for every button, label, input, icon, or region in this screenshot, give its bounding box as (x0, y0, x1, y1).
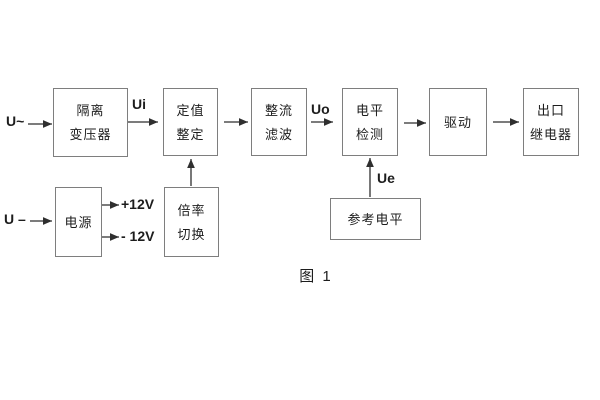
block-label-line: 变压器 (69, 127, 112, 142)
block-rectifier-filter: 整流 滤波 (251, 88, 307, 156)
block-setpoint-adjustment: 定值 整定 (163, 88, 218, 156)
block-label-line: 隔离 (76, 103, 105, 118)
ac-input-label: U~ (6, 113, 25, 129)
block-driver: 驱动 (429, 88, 487, 156)
block-label-line: 滤波 (264, 126, 293, 142)
block-label-line: 出口 (536, 102, 565, 118)
block-reference-level: 参考电平 (330, 198, 421, 240)
figure-caption: 图 1 (299, 268, 333, 285)
dc-input-label: U – (4, 211, 26, 227)
block-label-line: 电源 (64, 214, 93, 230)
block-label-line: 定值 (176, 102, 205, 118)
signal-ue-label: Ue (377, 170, 395, 186)
block-label-line: 切换 (177, 226, 206, 242)
block-label-line: 驱动 (443, 114, 472, 130)
block-label-line: 检测 (355, 126, 384, 142)
block-label-line: 倍率 (177, 202, 206, 218)
block-ratio-switching: 倍率 切换 (164, 187, 219, 257)
signal-uo-label: Uo (311, 101, 330, 117)
signal-ui-label: Ui (132, 96, 146, 112)
block-level-detection: 电平 检测 (342, 88, 398, 156)
block-label-line: 整定 (176, 126, 205, 142)
minus-12v-label: - 12V (121, 228, 155, 244)
plus-12v-label: +12V (121, 196, 155, 212)
block-label-line: 继电器 (529, 126, 572, 142)
block-label-line: 整流 (264, 102, 293, 118)
block-power-supply: 电源 (55, 187, 102, 257)
block-output-relay: 出口 继电器 (523, 88, 579, 156)
block-label-line: 电平 (355, 102, 384, 118)
block-label-line: 参考电平 (347, 211, 404, 227)
block-isolation-transformer: 隔离 变压器 (53, 88, 128, 157)
